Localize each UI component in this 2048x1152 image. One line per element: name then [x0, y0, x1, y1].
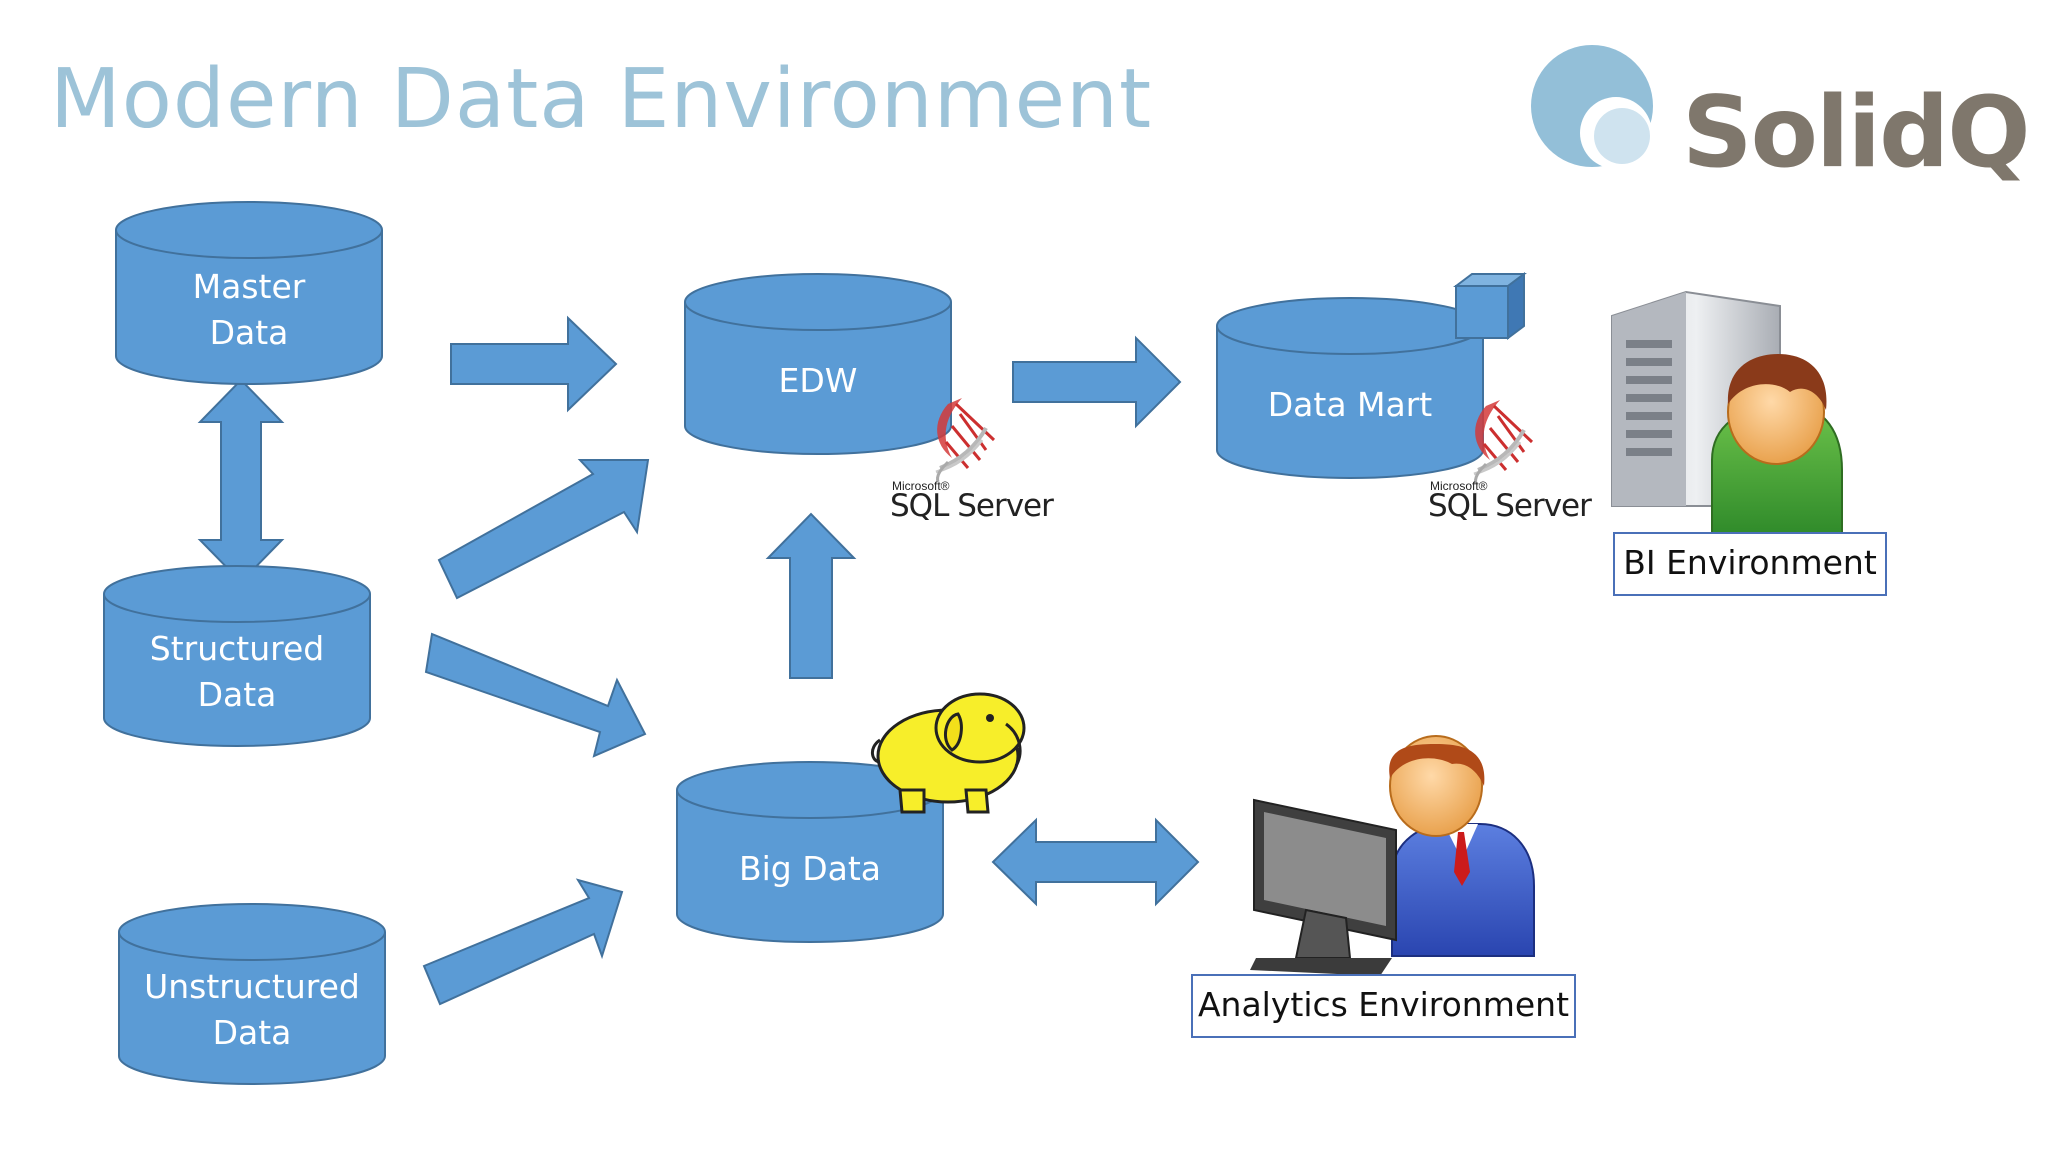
logo-text: SolidQ [1682, 76, 2031, 190]
server-with-user-icon [1611, 290, 1843, 537]
arrow-master-to-edw [450, 315, 618, 413]
sql-server-icon [935, 398, 996, 483]
cube-icon [1453, 272, 1527, 340]
sql-product-label: SQL Server [890, 488, 1054, 524]
arrow-unstructured-to-bigdata [422, 878, 624, 1006]
bigdata-cylinder [676, 761, 944, 943]
computer-user-icon [1250, 735, 1535, 976]
arrow-structured-to-edw [437, 459, 650, 600]
bigdata-label: Big Data [738, 849, 882, 888]
arrow-master-structured [197, 378, 285, 584]
sql-vendor-label: Microsoft® [892, 479, 950, 493]
edw-cylinder [684, 273, 952, 455]
structured-data-cylinder [103, 565, 371, 747]
bi-environment-box: BI Environment [1613, 532, 1887, 596]
sql-product-label: SQL Server [1428, 488, 1592, 524]
master-data-cylinder [115, 201, 383, 385]
unstructured-data-cylinder [118, 903, 386, 1085]
datamart-cylinder [1216, 297, 1484, 479]
sql-vendor-label: Microsoft® [1430, 479, 1488, 493]
arrow-structured-to-bigdata [424, 632, 647, 758]
datamart-label: Data Mart [1267, 385, 1433, 424]
arrow-bigdata-analytics [991, 817, 1200, 907]
arrow-edw-to-datamart [1012, 335, 1182, 429]
sql-server-icon [1473, 400, 1534, 485]
hadoop-elephant-icon [871, 692, 1026, 814]
edw-label: EDW [778, 361, 858, 400]
arrow-bigdata-to-edw [765, 512, 857, 679]
analytics-environment-box: Analytics Environment [1191, 974, 1576, 1038]
page-title: Modern Data Environment [50, 52, 1153, 147]
